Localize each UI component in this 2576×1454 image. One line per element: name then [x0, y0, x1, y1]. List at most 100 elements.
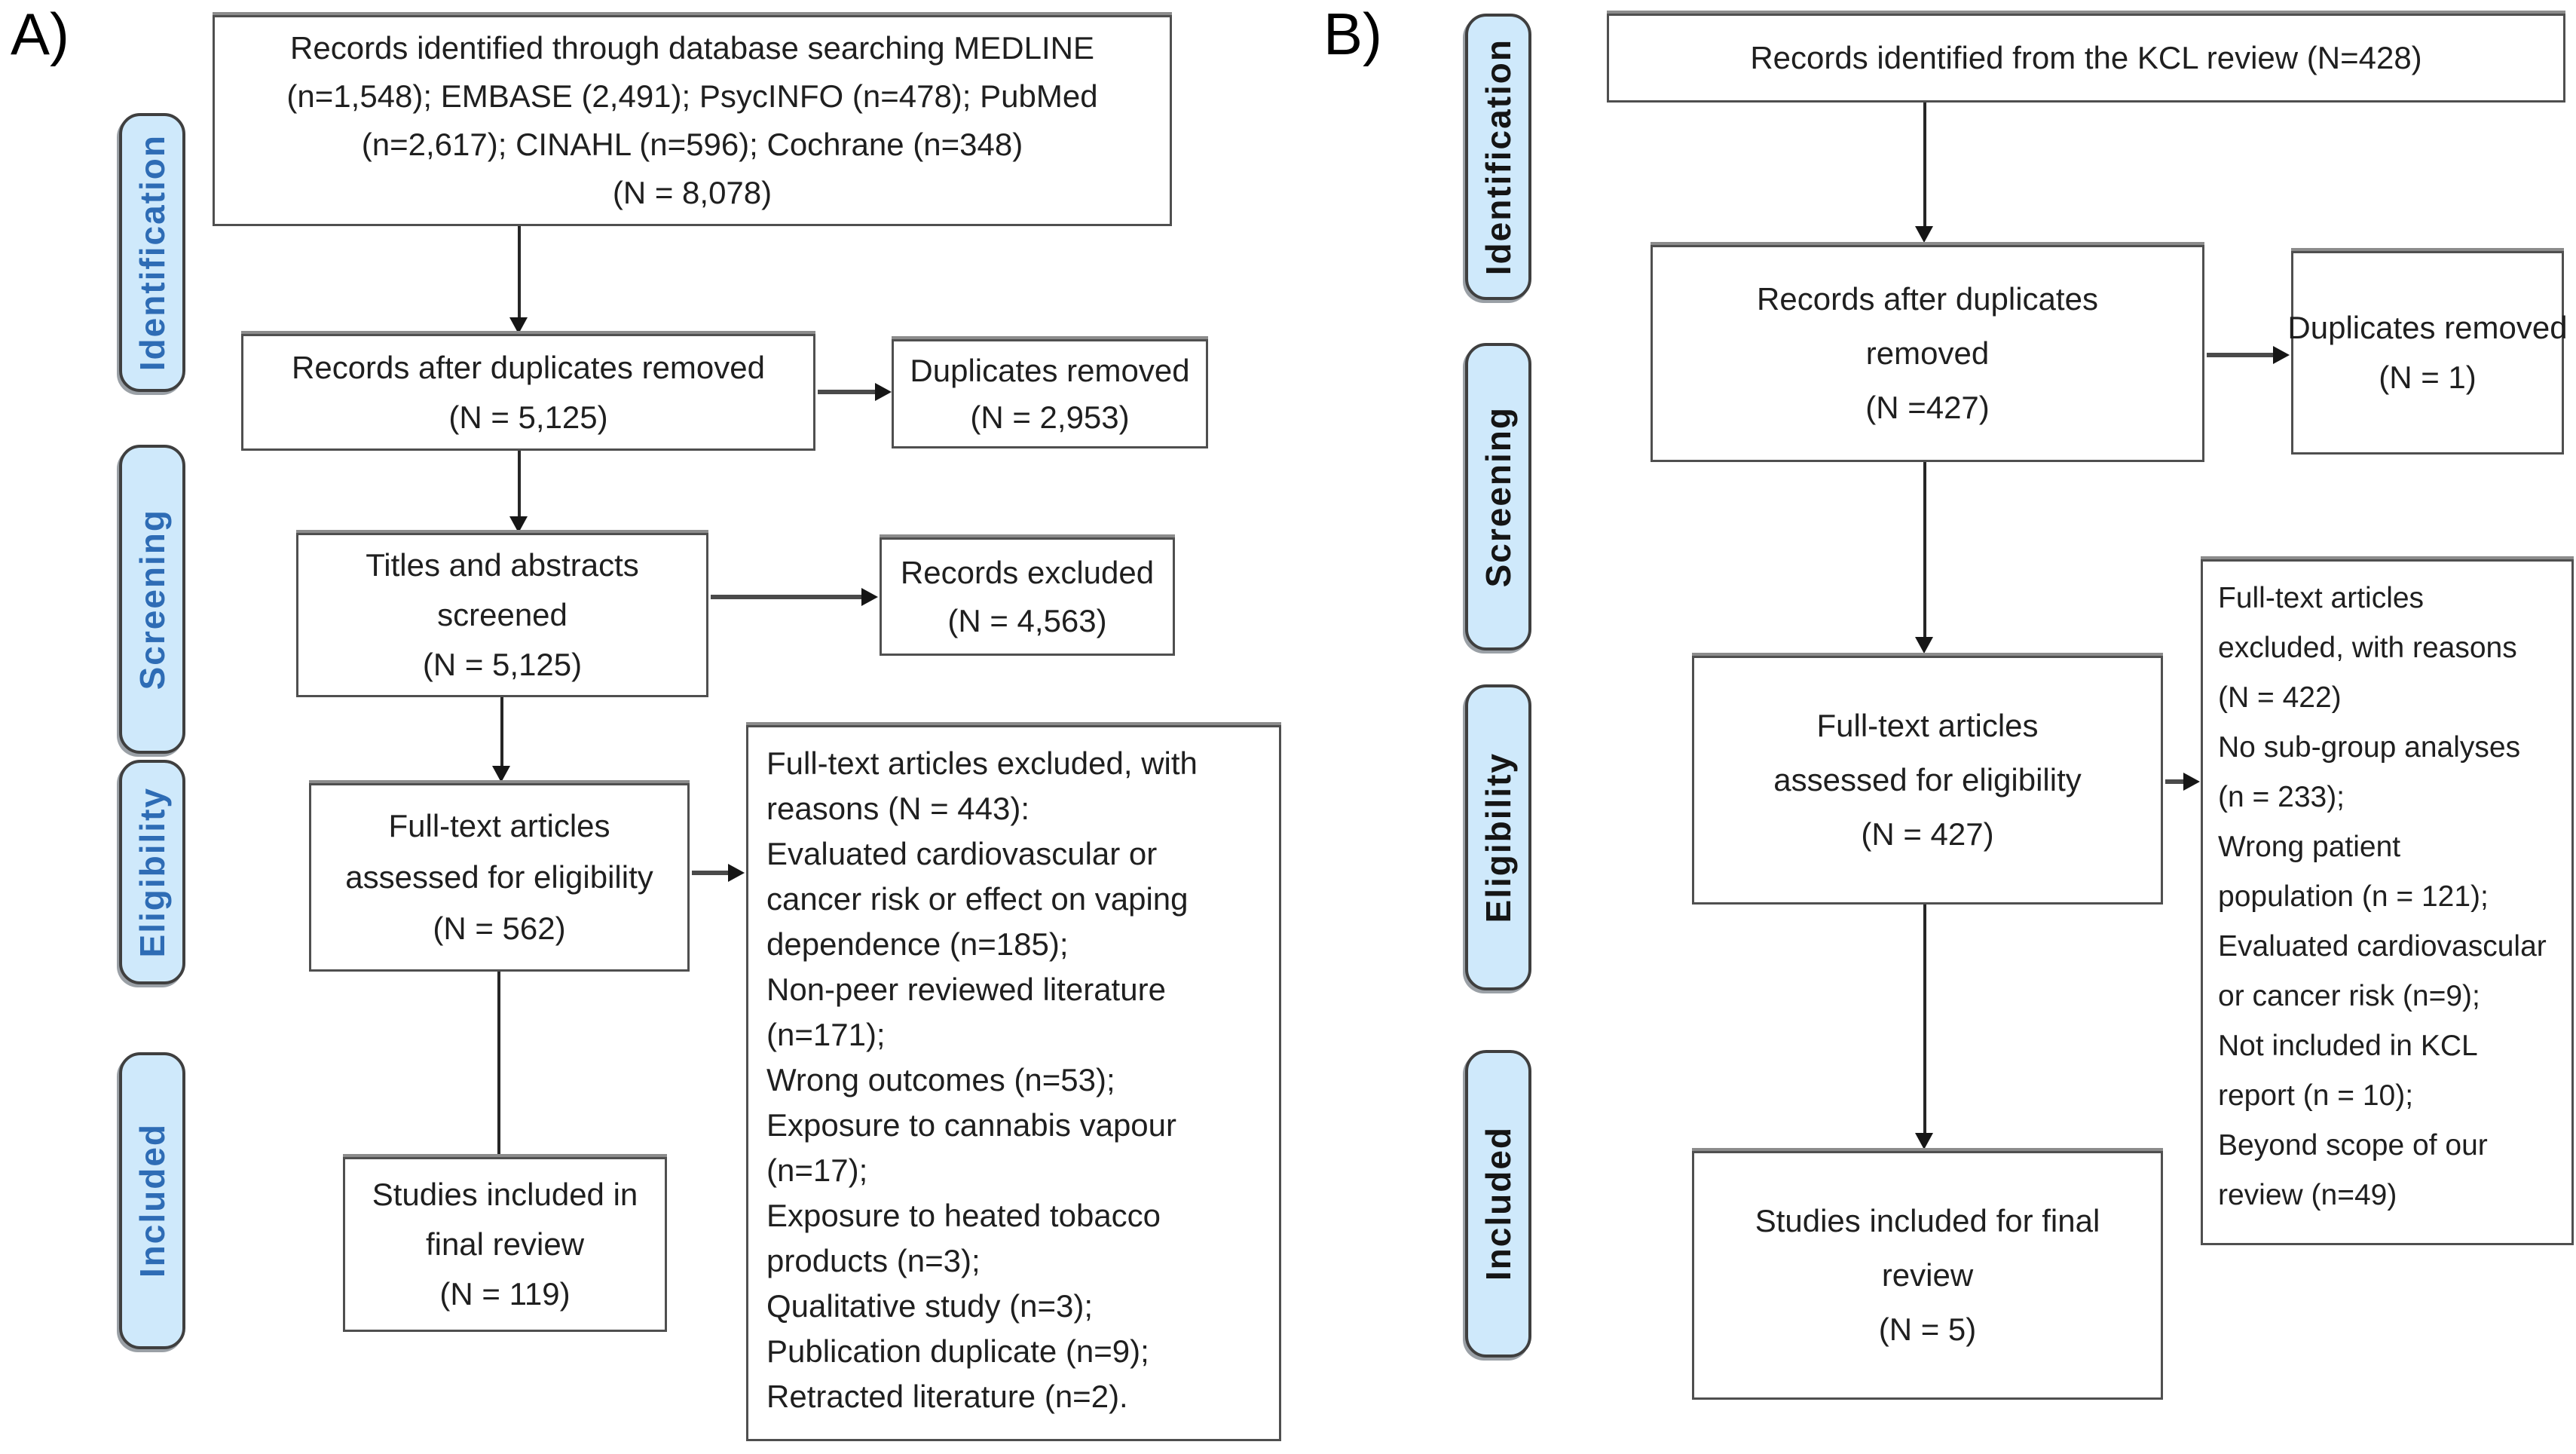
box-text-line: (N = 2,953) [970, 399, 1130, 435]
box-text-line: Records after duplicates removed [292, 349, 765, 385]
stage-label-eligibility-a: Eligibility [133, 786, 172, 958]
stage-label-included-b: Included [1479, 1126, 1518, 1281]
connector-b1-b2 [1923, 103, 1926, 228]
box-fulltext-assessed-b: Full-text articles assessed for eligibil… [1692, 656, 2163, 905]
panel-a-label: A) [11, 1, 69, 67]
box-text-line: Duplicates removed [910, 352, 1190, 388]
box-records-excluded-a: Records excluded (N = 4,563) [880, 537, 1175, 656]
box-text-line: removed [1865, 335, 1990, 371]
box-text-line: Duplicates removed [2287, 310, 2568, 345]
box-excluded-reasons-a: Full-text articles excluded, with reason… [746, 725, 1281, 1441]
box-after-duplicates-b: Records after duplicates removed (N =427… [1651, 245, 2204, 462]
box-text-line: (N =427) [1865, 390, 1990, 425]
box-text-line: (N = 5,125) [448, 399, 608, 435]
box-text-line: (N = 4,563) [947, 602, 1107, 638]
box-studies-included-a: Studies included in final review (N = 11… [343, 1157, 667, 1332]
box-duplicates-removed-b: Duplicates removed (N = 1) [2287, 251, 2568, 455]
box-text-line: products (n=3); [766, 1243, 981, 1278]
box-text-line: Exposure to cannabis vapour [766, 1107, 1177, 1143]
box-text-line: Qualitative study (n=3); [766, 1288, 1094, 1324]
arrow-down-icon [509, 317, 528, 334]
box-text-line: Records excluded [900, 554, 1155, 590]
stage-label-eligibility-b: Eligibility [1479, 751, 1518, 923]
box-text-line: (n=2,617); CINAHL (n=596); Cochrane (n=3… [361, 127, 1023, 162]
stage-label-screening-a: Screening [133, 508, 172, 690]
box-text-line: dependence (n=185); [766, 926, 1069, 962]
box-text-line: Records identified through database sear… [290, 30, 1094, 66]
stage-pill-identification-b: Identification [1465, 14, 1531, 300]
arrow-down-icon [1915, 637, 1933, 654]
arrow-down-icon [1915, 1133, 1933, 1149]
stage-pill-eligibility-b: Eligibility [1465, 684, 1531, 990]
arrow-down-icon [509, 516, 528, 533]
connector-b3-b4 [1923, 905, 1926, 1134]
stage-pill-screening-a: Screening [119, 445, 185, 754]
box-text-line: Full-text articles excluded, with [766, 745, 1198, 781]
connector-a3-a4 [500, 697, 503, 767]
arrow-right-icon [2183, 773, 2200, 791]
box-text-line: (n = 233); [2218, 781, 2345, 813]
arrow-right-icon [861, 588, 878, 606]
box-after-duplicates-a: Records after duplicates removed (N = 5,… [241, 334, 815, 451]
box-studies-included-b: Studies included for final review (N = 5… [1692, 1151, 2163, 1400]
box-records-identified-b: Records identified from the KCL review (… [1607, 14, 2565, 103]
connector-a4-reasons [692, 871, 730, 875]
box-text-line: excluded, with reasons [2218, 632, 2517, 664]
box-duplicates-removed-a: Duplicates removed (N = 2,953) [892, 339, 1208, 448]
stage-pill-eligibility-a: Eligibility [119, 760, 185, 984]
box-excluded-reasons-b: Full-text articles excluded, with reason… [2201, 559, 2574, 1245]
box-text-line: (n=1,548); EMBASE (2,491); PsycINFO (n=4… [286, 78, 1098, 114]
stage-label-included-a: Included [133, 1123, 172, 1278]
box-text-line: (N = 427) [1861, 816, 1994, 852]
box-text-line: cancer risk or effect on vaping [766, 881, 1189, 917]
box-text-line: assessed for eligibility [345, 859, 653, 895]
box-text-line: (N = 422) [2218, 681, 2342, 714]
box-text-line: Wrong patient [2218, 831, 2401, 863]
box-text-line: population (n = 121); [2218, 880, 2489, 913]
box-text-line: Studies included in [372, 1177, 638, 1212]
connector-b2-duplicates [2207, 353, 2275, 357]
box-text-line: (N = 5,125) [422, 647, 583, 682]
box-text-line: review [1881, 1257, 1974, 1293]
box-text-line: Retracted literature (n=2). [766, 1379, 1128, 1414]
arrow-right-icon [2273, 346, 2290, 364]
box-text-line: Titles and abstracts [366, 547, 639, 583]
arrow-right-icon [875, 383, 892, 401]
connector-a1-a2 [518, 226, 521, 321]
box-text-line: (n=171); [766, 1017, 886, 1052]
stage-pill-screening-b: Screening [1465, 343, 1531, 650]
arrow-down-icon [1915, 226, 1933, 243]
connector-a4-a5 [497, 972, 500, 1157]
stage-label-identification-b: Identification [1479, 38, 1518, 276]
box-text-line: review (n=49) [2218, 1179, 2397, 1211]
box-text-line: or cancer risk (n=9); [2218, 980, 2480, 1012]
box-text-line: Records after duplicates [1757, 281, 2098, 317]
box-text-line: (N = 5) [1878, 1312, 1977, 1347]
box-fulltext-assessed-a: Full-text articles assessed for eligibil… [309, 783, 690, 972]
box-text-line: Beyond scope of our [2218, 1129, 2488, 1162]
connector-a2-a3 [518, 451, 521, 517]
connector-a3-excluded [711, 595, 863, 599]
box-text-line: Wrong outcomes (n=53); [766, 1062, 1115, 1097]
box-text-line: Full-text articles [388, 808, 610, 843]
box-text-line: Evaluated cardiovascular [2218, 930, 2547, 963]
box-text-line: reasons (N = 443): [766, 791, 1030, 826]
panel-b-label: B) [1323, 1, 1382, 67]
arrow-right-icon [728, 864, 745, 882]
box-text-line: Full-text articles [1816, 708, 2039, 743]
box-text-line: Publication duplicate (n=9); [766, 1333, 1149, 1369]
box-text-line: Studies included for final [1755, 1203, 2100, 1238]
stage-pill-identification-a: Identification [119, 113, 185, 392]
box-records-identified-a: Records identified through database sear… [213, 15, 1172, 226]
box-text-line: Exposure to heated tobacco [766, 1198, 1161, 1233]
connector-b2-b3 [1923, 462, 1926, 638]
box-titles-screened-a: Titles and abstracts screened (N = 5,125… [296, 533, 708, 697]
box-text-line: (N = 8,078) [612, 175, 772, 210]
box-text-line: (N = 1) [2379, 360, 2477, 395]
box-text-line: assessed for eligibility [1773, 762, 2082, 797]
box-text-line: final review [425, 1226, 585, 1262]
connector-a2-duplicates [818, 390, 877, 394]
box-text-line: (N = 562) [433, 911, 566, 946]
box-text-line: Not included in KCL [2218, 1030, 2478, 1062]
